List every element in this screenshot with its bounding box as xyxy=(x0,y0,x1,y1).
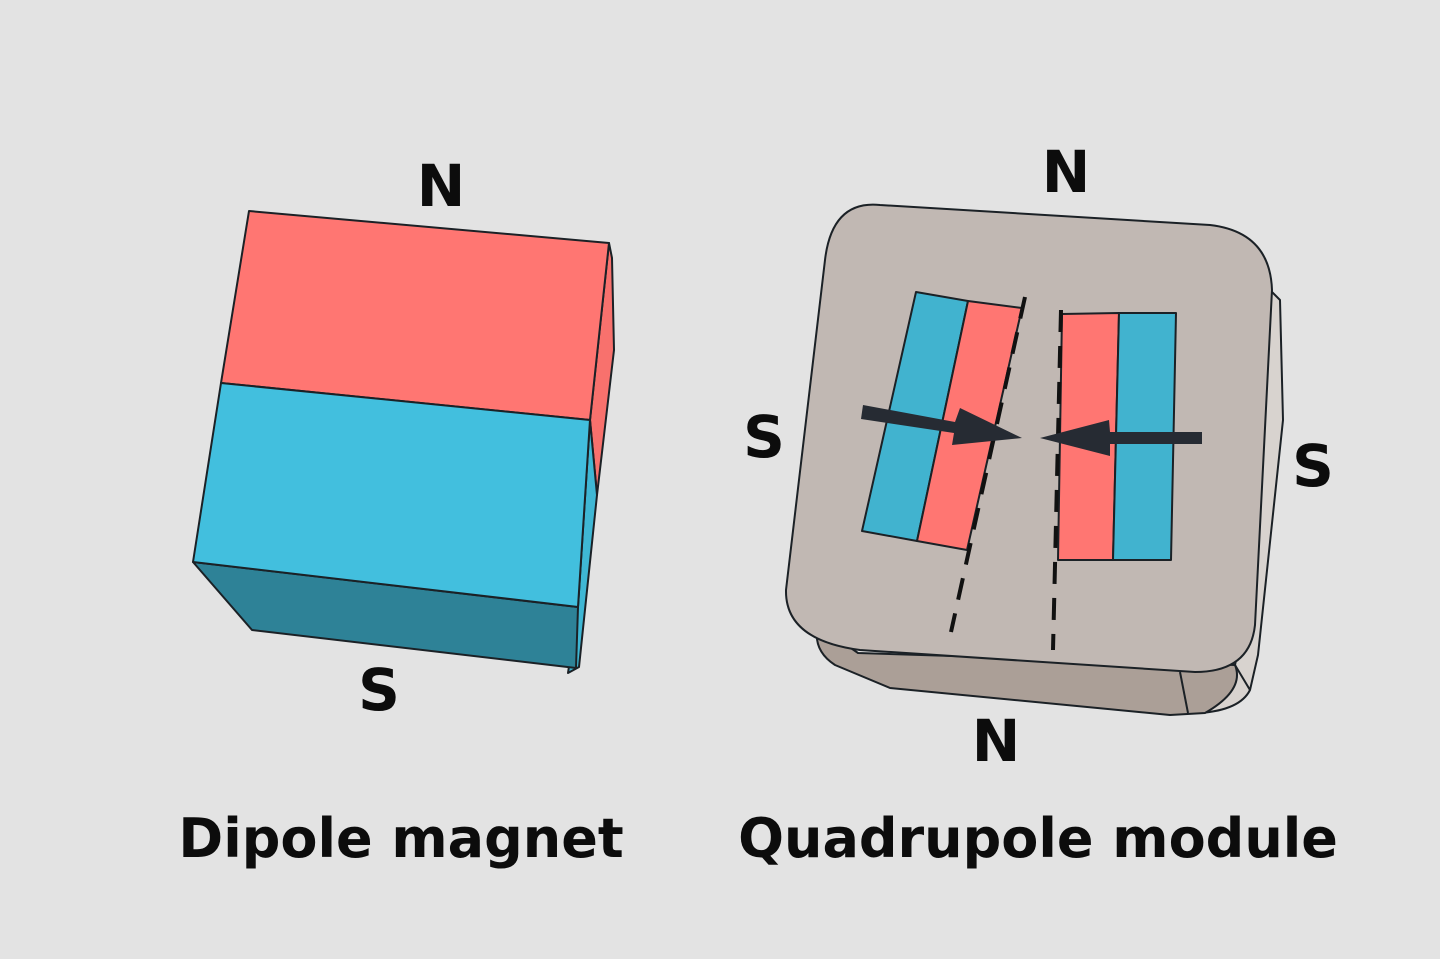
arrow-right-icon xyxy=(861,405,1022,445)
module-edge-line xyxy=(1179,671,1189,714)
dipole-magnet xyxy=(192,210,615,674)
symmetry-dashed-lines xyxy=(949,296,1063,651)
left-dashed-line xyxy=(949,296,1027,633)
module-edge-line xyxy=(1234,664,1251,691)
quadrupole-caption: Quadrupole module xyxy=(738,807,1338,870)
quadrupole-top-north-label: N xyxy=(1041,138,1091,206)
quadrupole-left-south-label: S xyxy=(743,403,785,471)
dipole-front-south xyxy=(192,382,591,608)
quadrupole-right-south-label: S xyxy=(1292,432,1334,500)
quadrupole-bottom-north-label: N xyxy=(971,707,1021,775)
quadrupole-module xyxy=(784,203,1284,716)
dipole-south-label: S xyxy=(358,656,400,724)
dipole-caption: Dipole magnet xyxy=(178,807,624,870)
arrow-left-icon xyxy=(1040,420,1202,456)
field-arrows xyxy=(861,405,1202,456)
right-dashed-line xyxy=(1051,309,1063,651)
dipole-north-label: N xyxy=(416,152,466,220)
module-bottom-side xyxy=(815,624,1238,716)
